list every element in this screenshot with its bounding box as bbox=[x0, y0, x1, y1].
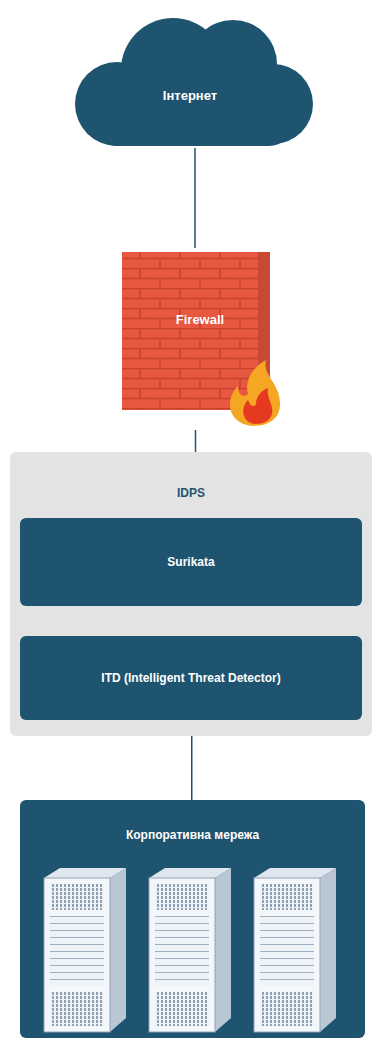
idps-panel: IDPS SurikataITD (Intelligent Threat Dete… bbox=[10, 452, 372, 736]
cloud-shape bbox=[45, 8, 335, 148]
node-label: Інтернет bbox=[163, 88, 217, 104]
process-box: ITD (Intelligent Threat Detector) bbox=[20, 636, 362, 720]
node-label: Surikata bbox=[167, 555, 214, 570]
firewall-wall bbox=[120, 248, 280, 430]
connector bbox=[191, 736, 193, 800]
node-label: Корпоративна мережа bbox=[126, 828, 259, 843]
node-label: IDPS bbox=[177, 486, 205, 501]
process-box: Surikata bbox=[20, 518, 362, 606]
network-box: Корпоративна мережа bbox=[20, 800, 365, 1038]
node-label: Firewall bbox=[176, 312, 224, 328]
node-label: ITD (Intelligent Threat Detector) bbox=[101, 671, 280, 686]
server-racks bbox=[20, 860, 365, 1036]
connector bbox=[195, 430, 197, 452]
connector bbox=[194, 148, 196, 248]
firewall-node: Firewall bbox=[120, 248, 280, 430]
cloud-node: Інтернет bbox=[45, 8, 335, 148]
